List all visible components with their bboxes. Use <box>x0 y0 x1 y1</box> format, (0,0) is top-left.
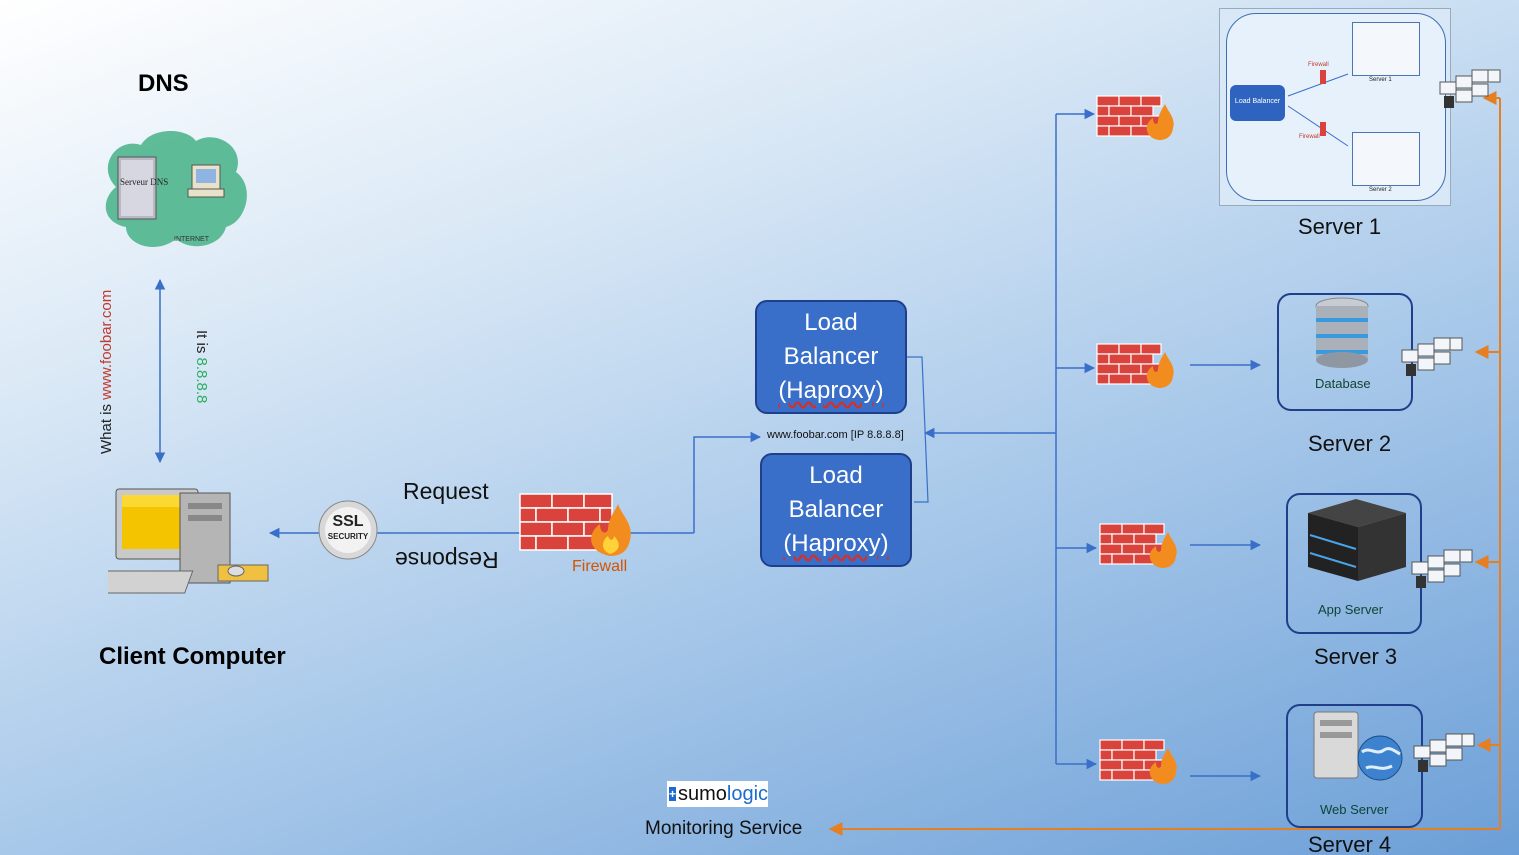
monitor-agent-server2-icon <box>1401 337 1463 376</box>
firewall-server2-icon <box>1096 343 1174 388</box>
dns-server-icon: Serveur DNS INTERNET <box>105 130 247 248</box>
monitor-agent-server4-icon <box>1413 733 1475 772</box>
plus-icon: + <box>669 787 677 801</box>
firewall-icon <box>519 493 631 556</box>
server4-title: Server 4 <box>1308 832 1392 855</box>
app-server-icon <box>1308 499 1406 581</box>
web-server-icon <box>1313 711 1403 781</box>
monitor-agent-server1-icon <box>1439 69 1501 108</box>
firewall-server1-icon <box>1096 95 1174 140</box>
dns-cloud-label: Serveur DNS <box>120 177 168 187</box>
request-label: Request <box>403 478 489 504</box>
ssl-top: SSL <box>332 513 363 530</box>
server1-inner-srv2 <box>1352 132 1420 186</box>
server1-title: Server 1 <box>1298 214 1382 239</box>
firewall-label: Firewall <box>572 558 628 575</box>
dns-query-text: What is www.foobar.com <box>98 289 115 454</box>
server1-inner-arrows <box>1287 70 1349 147</box>
load-balancer-2: Load Balancer (Haproxy) <box>760 453 912 567</box>
client-title: Client Computer <box>99 643 286 670</box>
server2-label: Database <box>1315 376 1371 391</box>
dns-answer-text: It is 8.8.8.8 <box>193 330 210 404</box>
ssl-seal-icon: SSL SECURITY <box>318 500 378 560</box>
firewall-server4-icon <box>1099 739 1177 784</box>
server2-title: Server 2 <box>1308 431 1392 456</box>
dns-title: DNS <box>138 70 189 97</box>
server3-title: Server 3 <box>1314 644 1398 669</box>
server1-inner-lb: Load Balancer <box>1230 85 1285 121</box>
database-icon <box>1315 297 1369 368</box>
fw-to-lb-arrow <box>693 431 762 533</box>
server3-label: App Server <box>1318 602 1384 617</box>
internet-label: INTERNET <box>174 236 210 243</box>
monitor-agent-server3-icon <box>1411 549 1473 588</box>
server1-inner-srv1 <box>1352 22 1420 76</box>
response-label: Response <box>395 547 499 573</box>
monitoring-label: Monitoring Service <box>645 818 803 839</box>
client-computer-icon <box>108 488 269 594</box>
lb-address: www.foobar.com [IP 8.8.8.8] <box>767 429 904 441</box>
firewall-server3-icon <box>1099 523 1177 568</box>
ssl-bottom: SECURITY <box>328 532 369 541</box>
load-balancer-1: Load Balancer (Haproxy) <box>755 300 907 414</box>
server4-label: Web Server <box>1320 802 1389 817</box>
